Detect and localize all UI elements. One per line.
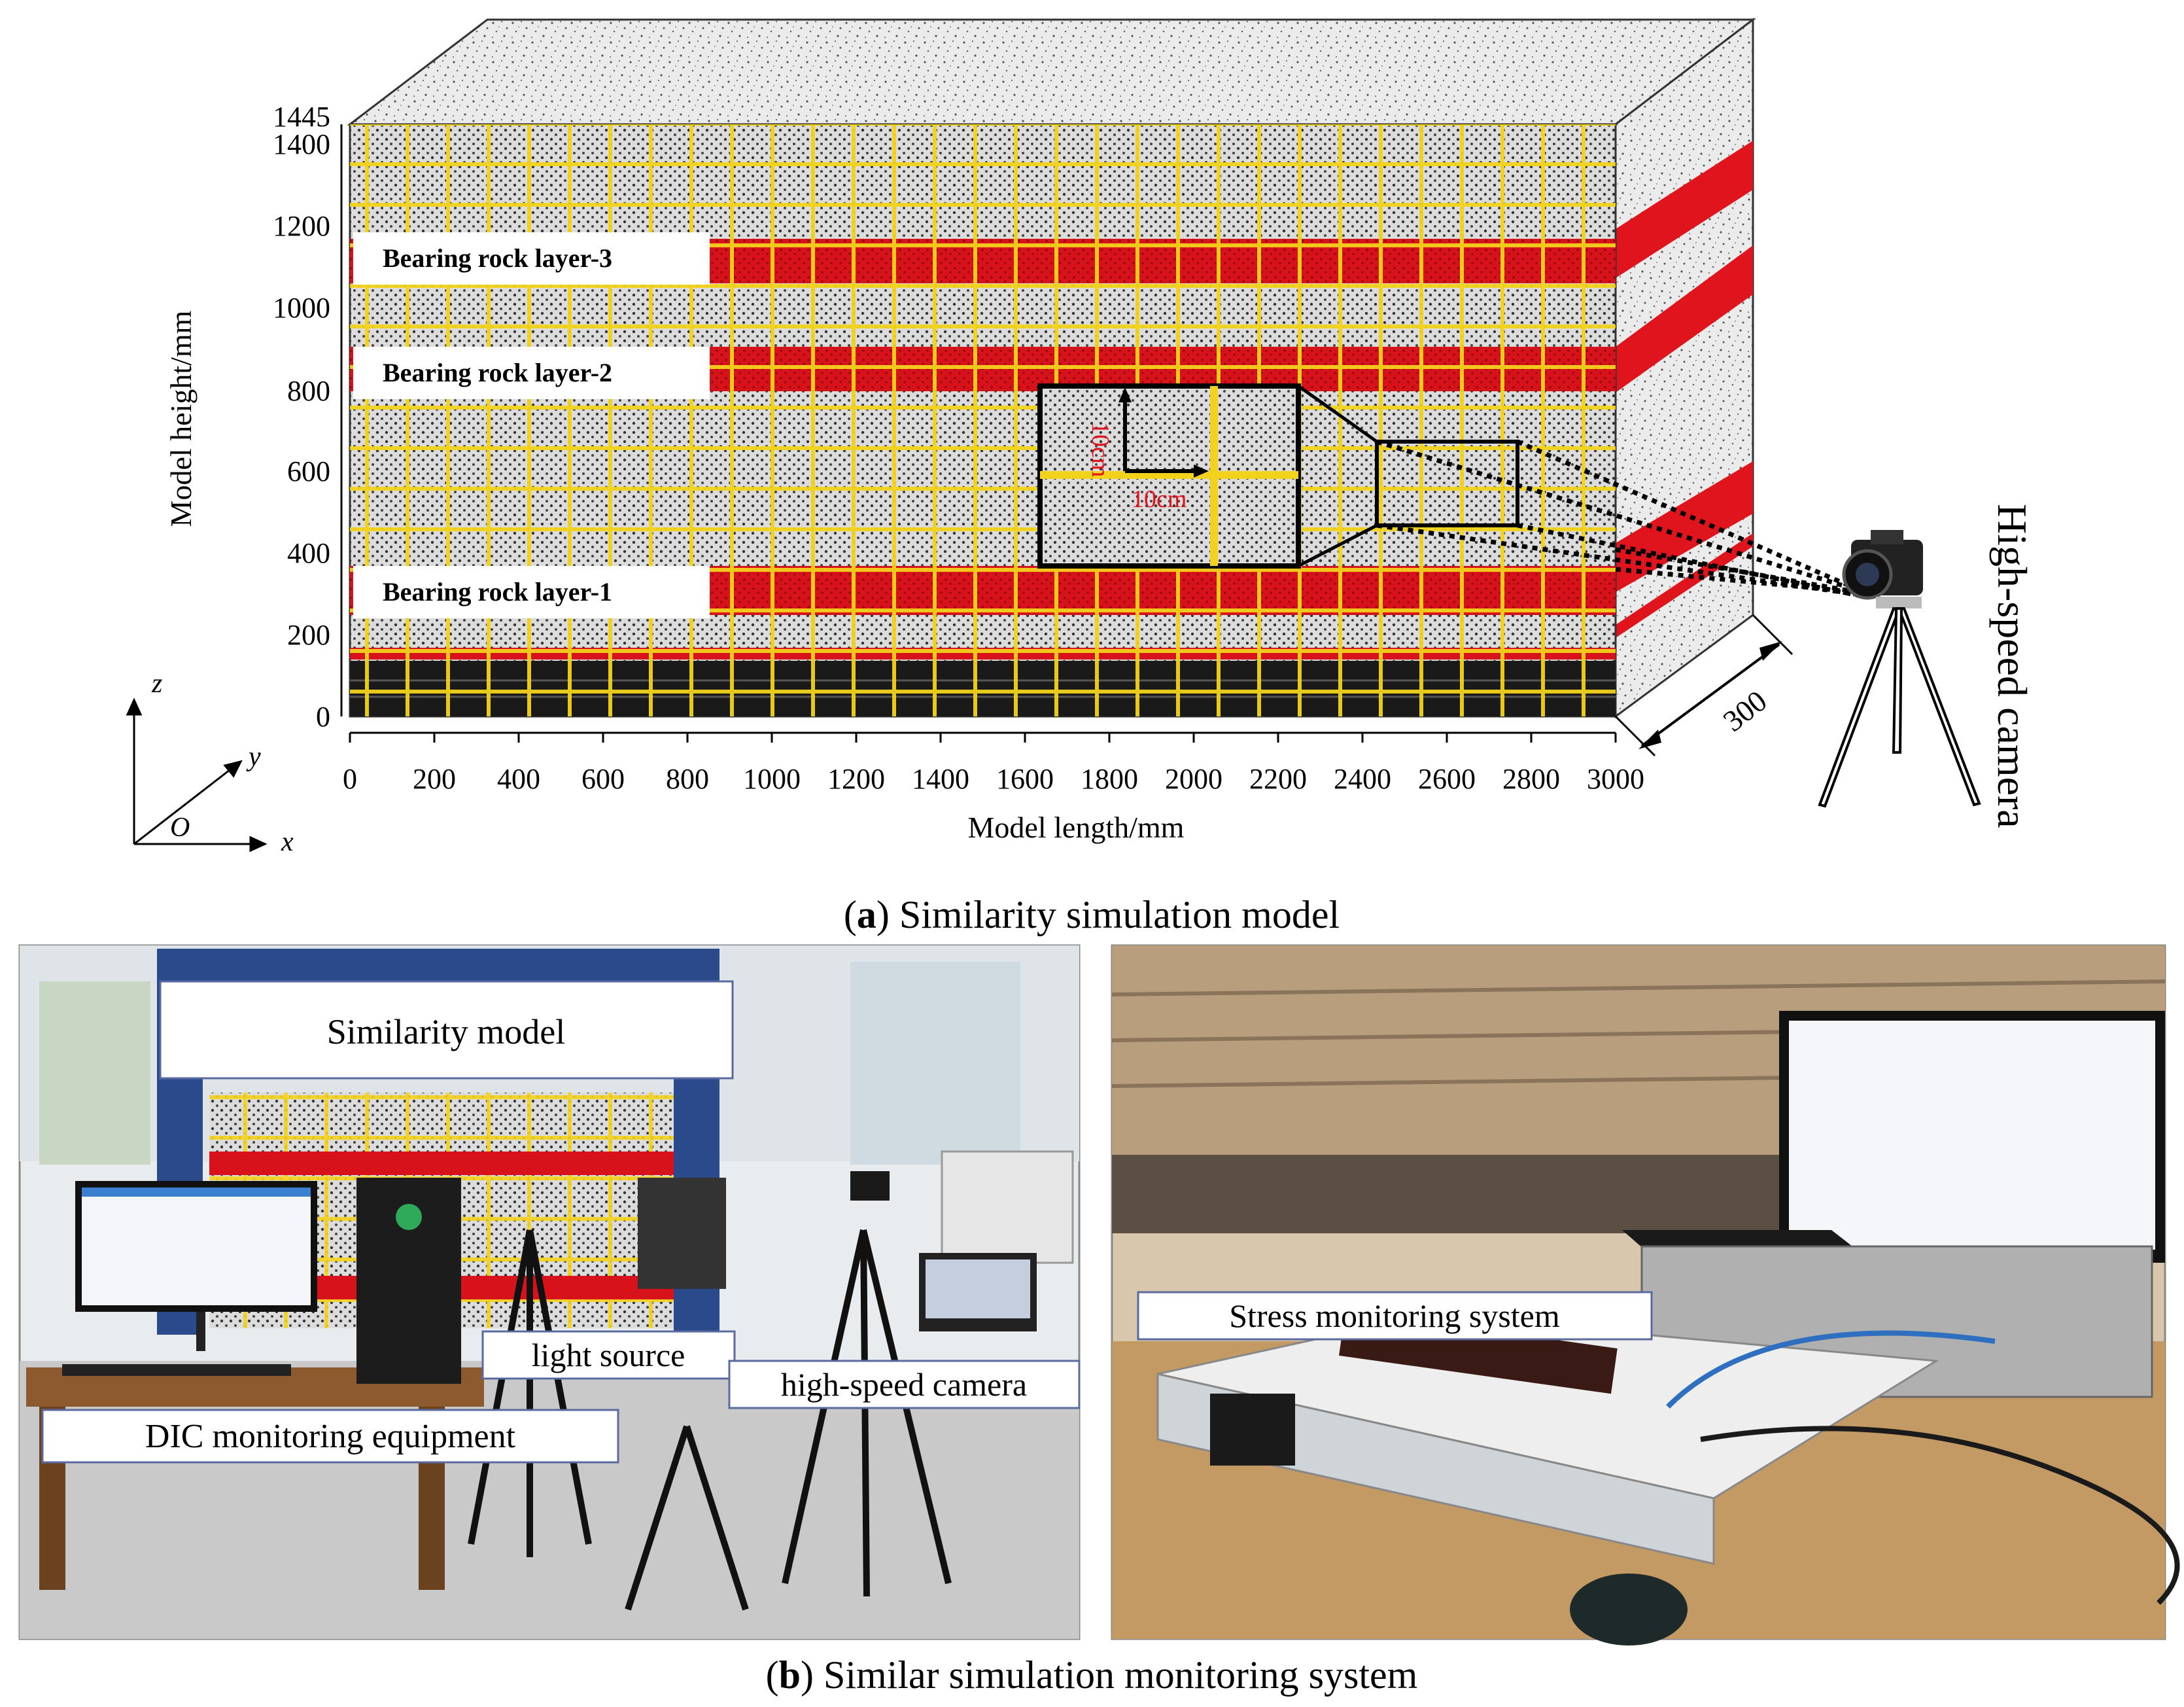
layer-3-text: Bearing rock layer-3 <box>383 243 612 273</box>
layer-1-text: Bearing rock layer-1 <box>383 577 612 607</box>
x-axis: 0 200 400 600 800 1000 1200 1400 1600 1800 2000 220… <box>343 731 1644 844</box>
y-tick-400: 400 <box>287 537 330 569</box>
lab-photo-right <box>1111 944 2180 1645</box>
x-tick-1400: 1400 <box>912 763 969 795</box>
tag-similarity-model-text: Similarity model <box>327 1012 565 1051</box>
tag-stress-monitoring: Stress monitoring system <box>1137 1291 1653 1341</box>
x-tick-200: 200 <box>413 763 456 795</box>
y-tick-200: 200 <box>287 619 330 651</box>
inset-vertical-label: 10cm <box>1086 422 1114 477</box>
y-tick-800: 800 <box>287 375 330 407</box>
y-tick-600: 600 <box>287 455 330 487</box>
camera-label: High-speed camera <box>1989 504 2036 828</box>
x-tick-1600: 1600 <box>996 763 1054 795</box>
x-tick-2200: 2200 <box>1249 763 1307 795</box>
y-axis: 1445 1400 1200 1000 800 600 400 200 0 Mo… <box>164 101 343 733</box>
tag-light-source: light source <box>481 1330 736 1380</box>
depth-label: 300 <box>1717 684 1773 738</box>
y-axis-title: Model height/mm <box>164 310 198 527</box>
layer-label-1: Bearing rock layer-1 <box>353 566 710 618</box>
similarity-model-panel: Bearing rock layer-3 Bearing rock layer-… <box>126 17 2036 857</box>
x-tick-600: 600 <box>581 763 625 795</box>
y-tick-1200: 1200 <box>273 210 330 242</box>
x-tick-1200: 1200 <box>827 763 885 795</box>
caption-b: (b) Similar simulation monitoring system <box>766 1653 1418 1697</box>
x-axis-title: Model length/mm <box>968 811 1185 844</box>
inset-horizontal-label: 10cm <box>1132 485 1187 513</box>
x-tick-1000: 1000 <box>743 763 801 795</box>
axis-y: y <box>246 742 261 772</box>
axis-origin: O <box>170 813 190 843</box>
x-tick-3000: 3000 <box>1587 763 1644 795</box>
tripod-icon <box>1818 607 1981 808</box>
speckle-inset: 10cm 10cm <box>1037 383 1301 569</box>
tag-dic-equipment: DIC monitoring equipment <box>41 1409 619 1464</box>
layer-label-3: Bearing rock layer-3 <box>353 232 710 285</box>
x-tick-800: 800 <box>666 763 709 795</box>
axis-z: z <box>151 669 162 699</box>
x-tick-2800: 2800 <box>1502 763 1560 795</box>
y-tick-1000: 1000 <box>273 292 330 324</box>
tag-light-source-text: light source <box>532 1337 685 1373</box>
tag-stress-monitoring-text: Stress monitoring system <box>1229 1297 1560 1334</box>
x-tick-2600: 2600 <box>1418 763 1476 795</box>
x-tick-0: 0 <box>343 763 357 795</box>
x-tick-400: 400 <box>497 763 540 795</box>
x-tick-2000: 2000 <box>1165 763 1222 795</box>
x-tick-1800: 1800 <box>1081 763 1138 795</box>
axis-x: x <box>281 827 294 857</box>
camera-sight-lines <box>1376 439 1865 599</box>
tag-high-speed-camera-text: high-speed camera <box>781 1366 1027 1403</box>
y-tick-labels: 1445 1400 1200 1000 800 600 400 200 0 <box>273 101 330 733</box>
tag-high-speed-camera: high-speed camera <box>728 1360 1081 1409</box>
layer-label-2: Bearing rock layer-2 <box>353 347 710 399</box>
y-tick-1445: 1445 <box>273 101 330 133</box>
camera-icon <box>1842 530 1923 608</box>
tag-dic-equipment-text: DIC monitoring equipment <box>145 1418 516 1455</box>
caption-a: (a) Similarity simulation model <box>844 893 1340 936</box>
x-tick-2400: 2400 <box>1334 763 1391 795</box>
y-tick-1400: 1400 <box>273 128 330 160</box>
tag-similarity-model: Similarity model <box>159 980 734 1080</box>
x-tick-labels: 0 200 400 600 800 1000 1200 1400 1600 1800 2000 220… <box>343 733 1644 795</box>
coordinate-axes-icon <box>126 697 268 853</box>
layer-2-text: Bearing rock layer-2 <box>383 358 612 387</box>
y-tick-0: 0 <box>316 701 330 733</box>
